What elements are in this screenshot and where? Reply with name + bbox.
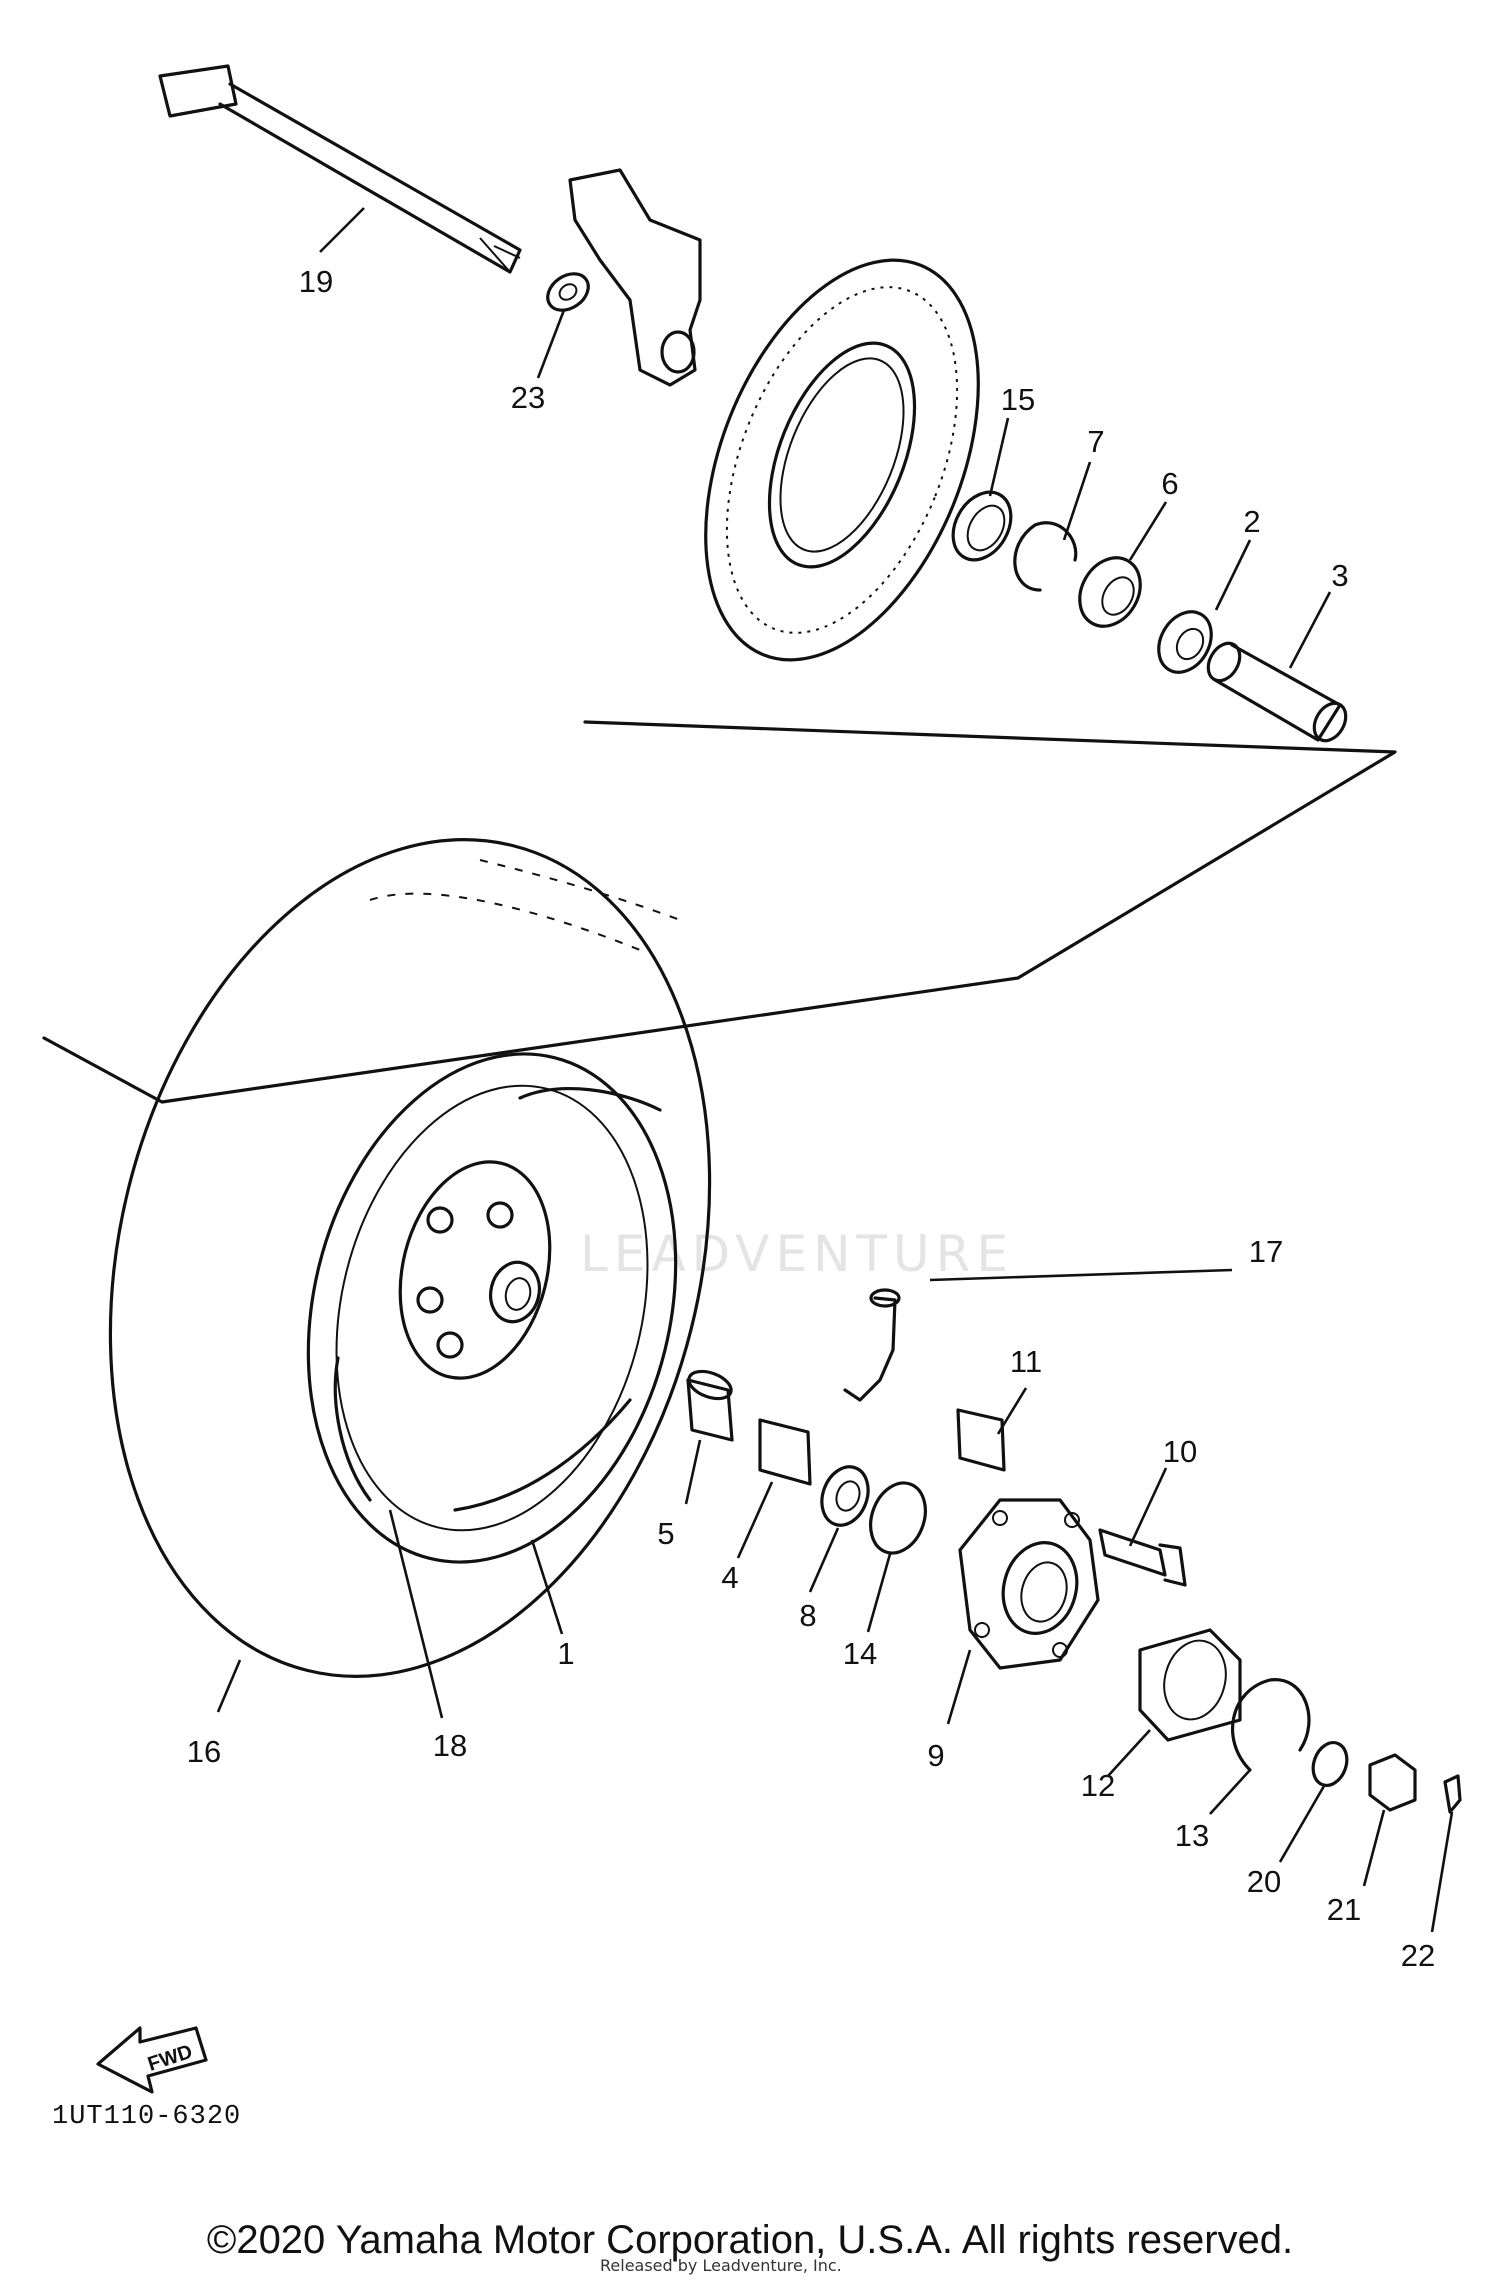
washer-20 <box>1311 1741 1349 1787</box>
bolt-10 <box>1098 1528 1187 1587</box>
callout-18: 18 <box>433 1728 467 1763</box>
brake-disc <box>704 258 980 662</box>
callout-6: 6 <box>1161 466 1178 501</box>
bearing-8 <box>820 1465 870 1527</box>
callout-2: 2 <box>1243 504 1260 539</box>
nut-21 <box>1368 1753 1417 1812</box>
release-byline: Released by Leadventure, Inc. <box>600 2256 842 2275</box>
callout-7: 7 <box>1087 424 1104 459</box>
callout-9: 9 <box>927 1738 944 1773</box>
collar-3 <box>1206 641 1348 743</box>
callout-23: 23 <box>511 380 545 415</box>
callout-1: 1 <box>557 1636 574 1671</box>
callout-8: 8 <box>799 1598 816 1633</box>
callout-19: 19 <box>299 264 333 299</box>
fwd-arrow: FWD <box>96 2026 208 2094</box>
callout-22: 22 <box>1401 1938 1435 1973</box>
collar-11 <box>956 1408 1006 1472</box>
callout-3: 3 <box>1331 558 1348 593</box>
callout-5: 5 <box>657 1516 674 1551</box>
spacer-2 <box>1157 610 1213 674</box>
callout-13: 13 <box>1175 1818 1209 1853</box>
cotter-pin-22 <box>1443 1774 1462 1814</box>
axle <box>158 64 522 274</box>
seal-15 <box>951 490 1013 562</box>
callout-21: 21 <box>1327 1892 1361 1927</box>
hub-9 <box>958 1498 1100 1670</box>
callout-labels: 19 23 15 7 6 2 3 17 11 10 5 4 8 14 1 9 1… <box>187 264 1435 1973</box>
bearing-race-12 <box>1138 1628 1242 1742</box>
callout-4: 4 <box>721 1560 738 1595</box>
collar-4 <box>758 1418 812 1486</box>
spacer-5 <box>686 1369 734 1442</box>
o-ring-14 <box>869 1481 927 1555</box>
callout-20: 20 <box>1247 1864 1281 1899</box>
brake-bracket <box>568 168 702 387</box>
assembly-plane <box>42 720 1397 1104</box>
tire <box>108 838 712 1678</box>
valve-17 <box>843 1288 901 1402</box>
wheel-rim <box>306 1052 678 1564</box>
callout-14: 14 <box>843 1636 877 1671</box>
circlip-7 <box>1013 521 1078 592</box>
callout-16: 16 <box>187 1734 221 1769</box>
callout-11: 11 <box>1010 1344 1042 1379</box>
callout-15: 15 <box>1001 382 1035 417</box>
callout-17: 17 <box>1249 1234 1283 1269</box>
copyright-notice: ©2020 Yamaha Motor Corporation, U.S.A. A… <box>206 2218 1294 2262</box>
callout-10: 10 <box>1163 1434 1197 1469</box>
bearing-6 <box>1078 556 1142 628</box>
watermark: LEADVENTURE <box>580 1225 1014 1283</box>
leader-lines <box>216 207 1454 1933</box>
circlip-13 <box>1231 1678 1311 1772</box>
washer-23 <box>546 272 590 312</box>
diagram-code: 1UT110-6320 <box>52 2102 242 2132</box>
callout-12: 12 <box>1081 1768 1115 1803</box>
